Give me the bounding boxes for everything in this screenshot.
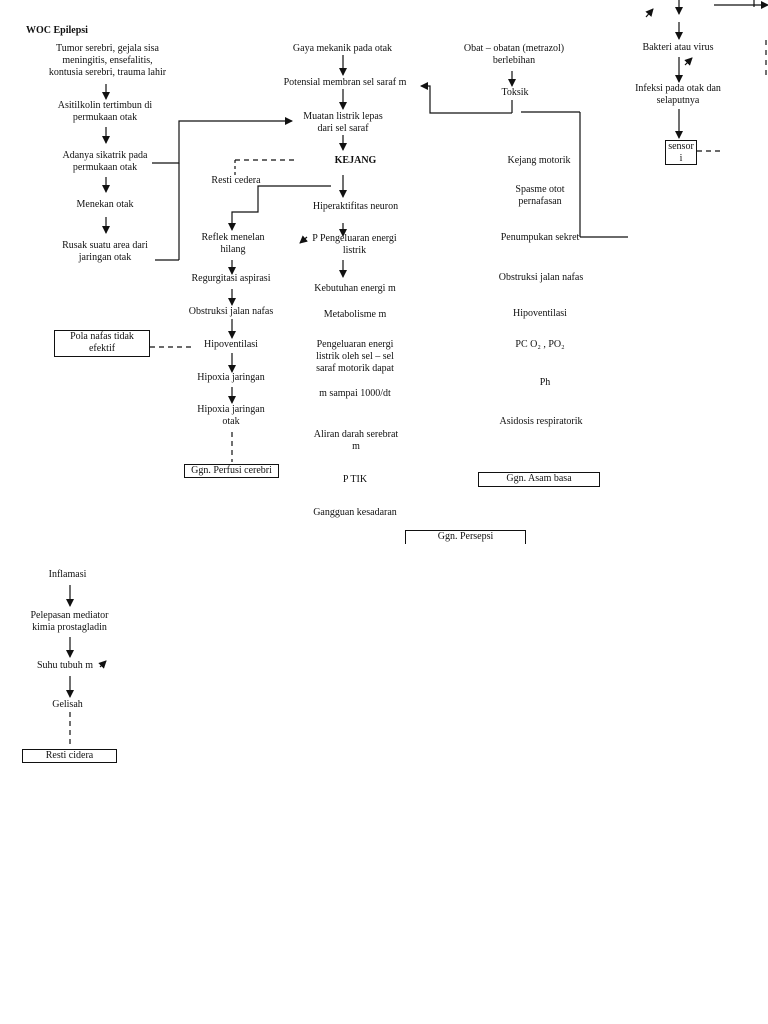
node-toksik: Toksik — [501, 87, 529, 98]
node-gaya-mekanik: Gaya mekanik pada otak — [292, 43, 393, 54]
node-metabolisme: Metabolisme m — [323, 309, 387, 320]
node-obstruksi-right: Obstruksi jalan nafas — [498, 272, 584, 283]
node-sampai-1000: m sampai 1000/dt — [319, 388, 391, 399]
node-inflamasi: Inflamasi — [48, 569, 87, 580]
node-hipoventilasi-right: Hipoventilasi — [513, 308, 567, 319]
node-infeksi-otak: Infeksi pada otak dan selaputnya — [635, 83, 721, 106]
node-tik: P TIK — [342, 474, 368, 485]
box-ggn-perfusi: Ggn. Perfusi cerebri — [184, 464, 279, 478]
box-sensori: sensor i — [665, 140, 697, 165]
node-sikatrik: Adanya sikatrik pada permukaan otak — [62, 150, 148, 173]
node-tumor-serebri: Tumor serebri, gejala sisa meningitis, e… — [48, 43, 167, 78]
node-rusak-area: Rusak suatu area dari jaringan otak — [62, 240, 148, 263]
node-kejang-motorik: Kejang motorik — [507, 155, 571, 166]
node-hipoventilasi-mid: Hipoventilasi — [204, 339, 258, 350]
box-pola-nafas: Pola nafas tidak efektif — [54, 330, 150, 357]
node-ph: Ph — [539, 377, 551, 388]
node-spasme-otot: Spasme otot pernafasan — [515, 184, 565, 207]
node-hipoxia-jaringan: Hipoxia jaringan — [197, 372, 265, 383]
box-ggn-persepsi: Ggn. Persepsi — [405, 530, 526, 544]
toksik-to-potensial — [420, 82, 500, 114]
node-menekan-otak: Menekan otak — [76, 199, 134, 210]
node-pco2-po2: PC O₂ , PO₂ — [515, 339, 565, 350]
node-bakteri-virus: Bakteri atau virus — [642, 42, 714, 53]
node-pelepasan-mediator: Pelepasan mediator kimia prostagladin — [30, 610, 109, 633]
node-obat: Obat – obatan (metrazol) berlebihan — [463, 43, 565, 66]
node-asidosis: Asidosis respiratorik — [499, 416, 583, 427]
node-asitilkolin: Asitilkolin tertimbun di permukaan otak — [57, 100, 153, 123]
node-obstruksi-mid: Obstruksi jalan nafas — [188, 306, 274, 317]
node-pengeluaran-energi: P Pengeluaran energi listrik — [312, 233, 397, 256]
node-resti-cedera: Resti cedera — [211, 175, 261, 186]
diagram-title: WOC Epilepsi — [26, 25, 88, 36]
node-hiperaktifitas: Hiperaktifitas neuron — [312, 201, 399, 212]
box-ggn-asam-basa: Ggn. Asam basa — [478, 472, 600, 487]
left-bracket — [152, 117, 293, 164]
node-pengeluaran-sel: Pengeluaran energi listrik oleh sel – se… — [316, 339, 394, 374]
branch-to-reflek — [228, 185, 331, 231]
node-aliran-darah: Aliran darah serebrat m — [313, 429, 399, 452]
box-resti-cidera: Resti cidera — [22, 749, 117, 763]
node-penumpukan-sekret: Penumpukan sekret — [500, 232, 580, 243]
node-potensial-membran: Potensial membran sel saraf m — [283, 77, 407, 88]
node-gangguan-kesadaran: Gangguan kesadaran — [313, 507, 397, 518]
node-kebutuhan-energi: Kebutuhan energi m — [314, 283, 396, 294]
arrow-small-1 — [299, 235, 308, 244]
node-gelisah: Gelisah — [52, 699, 83, 710]
node-suhu-tubuh: Suhu tubuh m — [36, 660, 94, 671]
node-muatan-listrik: Muatan listrik lepas dari sel saraf — [303, 111, 383, 134]
node-reflek-menelan: Reflek menelan hilang — [201, 232, 265, 255]
node-hipoxia-otak: Hipoxia jaringan otak — [197, 404, 265, 427]
node-kejang: KEJANG — [334, 155, 377, 166]
node-regurgitasi: Regurgitasi aspirasi — [191, 273, 271, 284]
